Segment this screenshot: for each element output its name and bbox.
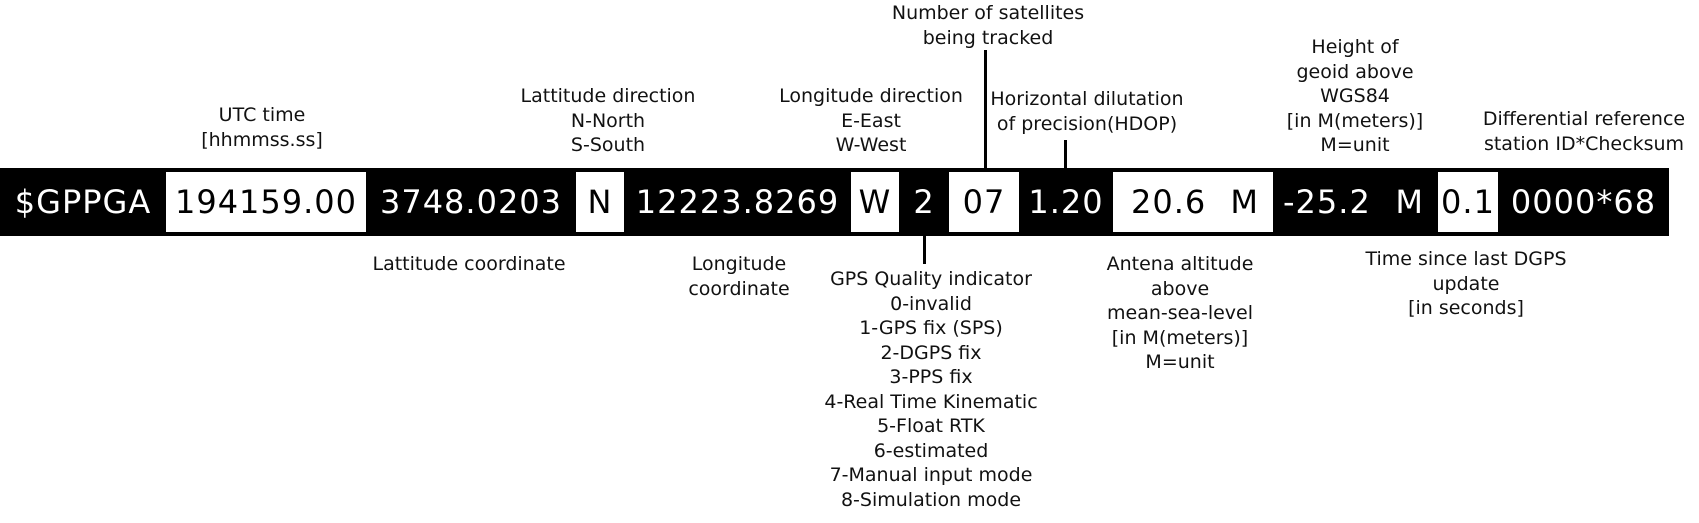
quality-tick (923, 234, 926, 264)
label-line: Lattitude coordinate (372, 253, 566, 275)
label-line: of precision(HDOP) (996, 112, 1178, 135)
label-line: Differential reference (1482, 108, 1686, 130)
talker-field: $GPPGA (0, 168, 166, 236)
label-line: 2-DGPS fix (880, 341, 982, 364)
utc-time-field: 194159.00 (166, 168, 366, 236)
label-line: UTC time (218, 104, 306, 126)
label-line: station ID*Checksum (1483, 132, 1685, 155)
label-line: Number of satellites (891, 2, 1085, 24)
label-line: [in M(meters)] (1111, 326, 1249, 349)
label-line: Lattitude direction (520, 85, 696, 107)
label-line: mean-sea-level (1106, 302, 1254, 324)
altitude-field: 20.6 M (1113, 168, 1273, 236)
station-checksum-field: 0000*68 (1498, 168, 1669, 236)
label-line: Time since last DGPS (1365, 248, 1567, 270)
hdop-field: 1.20 (1019, 168, 1113, 236)
label-line: update (1432, 272, 1500, 295)
label-line: M=unit (1145, 351, 1215, 373)
label-line: N-North (570, 109, 646, 132)
satellites-tick (984, 50, 987, 170)
label-latitude-coordinate: Lattitude coordinate (372, 252, 565, 277)
label-line: WGS84 (1320, 85, 1390, 107)
label-line: Height of (1311, 36, 1399, 58)
label-line: M=unit (1320, 134, 1390, 156)
longitude-direction-field: W (851, 168, 899, 236)
geoid-value: -25.2 (1283, 183, 1371, 221)
geoid-field: -25.2 M (1273, 168, 1438, 236)
latitude-field: 3748.0203 (366, 168, 576, 236)
dgps-age-field: 0.1 (1438, 168, 1498, 236)
latitude-direction-field: N (576, 168, 624, 236)
geoid-unit: M (1395, 183, 1424, 221)
label-line: E-East (841, 109, 901, 132)
label-line: 4-Real Time Kinematic (824, 390, 1038, 413)
label-line: S-South (570, 134, 646, 156)
label-line: [hhmmss.ss] (201, 128, 323, 151)
label-line: Antena altitude (1106, 253, 1254, 275)
label-line: 3-PPS fix (889, 366, 973, 388)
label-line: [in seconds] (1408, 297, 1524, 319)
label-line: 7-Manual input mode (829, 464, 1033, 486)
nmea-sentence-strip: $GPPGA 194159.00 3748.0203 N 12223.8269 … (0, 168, 1669, 236)
label-line: Horizontal dilutation (990, 88, 1184, 110)
label-line: W-West (835, 134, 907, 156)
altitude-value: 20.6 (1131, 183, 1207, 221)
hdop-tick (1064, 140, 1067, 170)
label-line: Longitude (691, 253, 787, 275)
quality-field: 2 (899, 168, 949, 236)
label-line: 5-Float RTK (877, 415, 985, 437)
label-line: coordinate (688, 277, 790, 300)
label-line: 0-invalid (890, 292, 972, 315)
label-line: above (1150, 277, 1210, 300)
altitude-unit: M (1230, 183, 1259, 221)
label-line: 1-GPS fix (SPS) (859, 317, 1003, 339)
label-line: 8-Simulation mode (840, 488, 1022, 511)
label-line: GPS Quality indicator (830, 268, 1032, 290)
label-line: Longitude direction (779, 85, 963, 107)
satellites-field: 07 (949, 168, 1019, 236)
label-line: being tracked (922, 26, 1054, 49)
label-line: [in M(meters)] (1286, 109, 1424, 132)
longitude-field: 12223.8269 (624, 168, 851, 236)
label-line: 6-estimated (873, 439, 989, 462)
label-line: geoid above (1296, 60, 1414, 83)
label-utc-time: UTC time[hhmmss.ss] (201, 103, 323, 152)
